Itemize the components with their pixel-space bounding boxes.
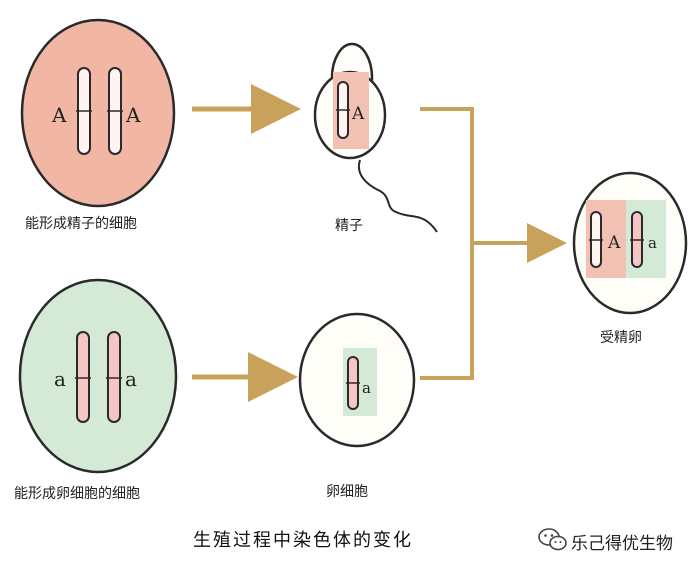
watermark-text: 乐己得优生物 <box>571 534 673 554</box>
sperm-label: 精子 <box>335 218 363 234</box>
wechat-icon <box>538 528 567 551</box>
allele-label: a <box>125 367 137 391</box>
sperm-tail <box>357 159 438 233</box>
allele-label: a <box>362 379 371 397</box>
sperm-cell: A <box>313 42 438 233</box>
chromosome <box>76 331 90 423</box>
chromosome <box>107 331 121 423</box>
sperm-mother-cell: A A <box>20 18 176 208</box>
egg-mother-cell: a a <box>18 278 178 474</box>
allele-label: A <box>125 103 141 127</box>
egg-cell: a <box>298 312 416 448</box>
allele-label: a <box>54 367 66 391</box>
egg-label: 卵细胞 <box>326 484 368 500</box>
allele-label: A <box>351 104 365 124</box>
zygote-label: 受精卵 <box>600 330 642 346</box>
merge-connector <box>420 107 474 380</box>
diagram-caption: 生殖过程中染色体的变化 <box>193 530 413 551</box>
allele-label: a <box>648 234 657 252</box>
allele-label: A <box>607 233 621 253</box>
zygote-cell: A a <box>572 171 688 315</box>
egg-mother-label: 能形成卵细胞的细胞 <box>14 486 140 502</box>
sperm-mother-label: 能形成精子的细胞 <box>25 216 137 232</box>
allele-label: A <box>51 103 67 127</box>
